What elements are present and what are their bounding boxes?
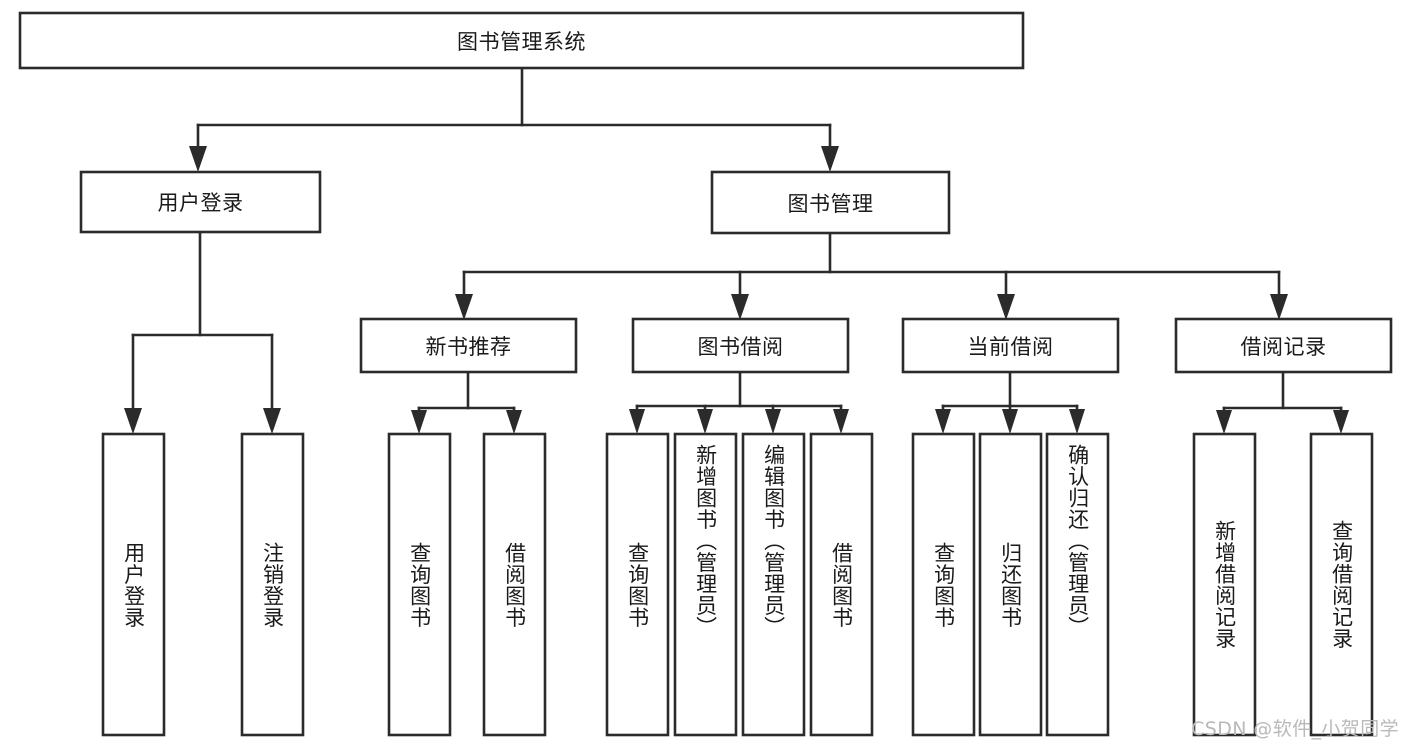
node-box-current-borrow[interactable] <box>901 317 1120 374</box>
node-box-leaf-query-book-1[interactable] <box>387 432 452 737</box>
arrow-head-book-management <box>821 146 839 172</box>
arrow-head-leaf-borrow-book-1 <box>506 410 522 434</box>
arrow-head-leaf-query-book-2 <box>629 409 645 434</box>
node-box-leaf-query-book-2[interactable] <box>605 432 670 737</box>
arrow-head-leaf-query-book-1 <box>411 410 427 434</box>
arrow-head-leaf-user-login <box>124 408 142 434</box>
node-box-user-login[interactable] <box>79 170 322 234</box>
arrow-head-user-login <box>189 146 207 172</box>
arrow-head-leaf-query-record <box>1333 410 1349 434</box>
node-box-leaf-add-record[interactable] <box>1192 432 1257 737</box>
arrow-head-leaf-confirm-return <box>1069 409 1085 434</box>
connector-group-root <box>189 66 839 172</box>
arrow-head-borrow-record <box>1270 294 1288 320</box>
node-box-new-book-recommend[interactable] <box>359 317 578 374</box>
arrow-head-book-borrow <box>731 294 749 320</box>
node-box-borrow-record[interactable] <box>1174 317 1393 374</box>
node-box-leaf-query-record[interactable] <box>1309 432 1374 737</box>
node-box-leaf-query-book-3[interactable] <box>911 432 976 737</box>
arrow-head-leaf-edit-book <box>765 409 781 434</box>
node-box-book-borrow[interactable] <box>631 317 850 374</box>
connector-group-current-borrow <box>935 370 1085 434</box>
arrow-head-new-book-recommend <box>455 294 473 320</box>
connector-group-new-book-recommend <box>411 370 522 434</box>
arrow-head-current-borrow <box>997 294 1015 320</box>
node-box-leaf-add-book[interactable] <box>673 432 738 737</box>
node-box-root[interactable] <box>18 11 1025 70</box>
node-box-leaf-logout-login[interactable] <box>240 432 305 737</box>
node-box-leaf-user-login[interactable] <box>101 432 166 737</box>
node-box-book-management[interactable] <box>710 170 951 235</box>
arrow-head-leaf-query-book-3 <box>935 409 951 434</box>
node-box-leaf-borrow-book-2[interactable] <box>809 432 874 737</box>
arrow-head-leaf-return-book <box>1002 409 1018 434</box>
arrow-head-leaf-add-book <box>697 409 713 434</box>
arrow-head-leaf-logout-login <box>263 408 281 434</box>
connector-group-user-login <box>124 230 281 434</box>
connector-group-book-management <box>455 231 1288 320</box>
node-box-leaf-confirm-return[interactable] <box>1045 432 1110 737</box>
arrow-head-leaf-add-record <box>1216 410 1232 434</box>
node-box-leaf-edit-book[interactable] <box>741 432 806 737</box>
csdn-watermark: CSDN @软件_小贺同学 <box>1191 718 1399 740</box>
connector-group-borrow-record <box>1216 370 1349 434</box>
connector-group-book-borrow <box>629 370 849 434</box>
arrow-head-leaf-borrow-book-2 <box>833 409 849 434</box>
node-box-leaf-borrow-book-1[interactable] <box>482 432 547 737</box>
node-box-leaf-return-book[interactable] <box>978 432 1043 737</box>
